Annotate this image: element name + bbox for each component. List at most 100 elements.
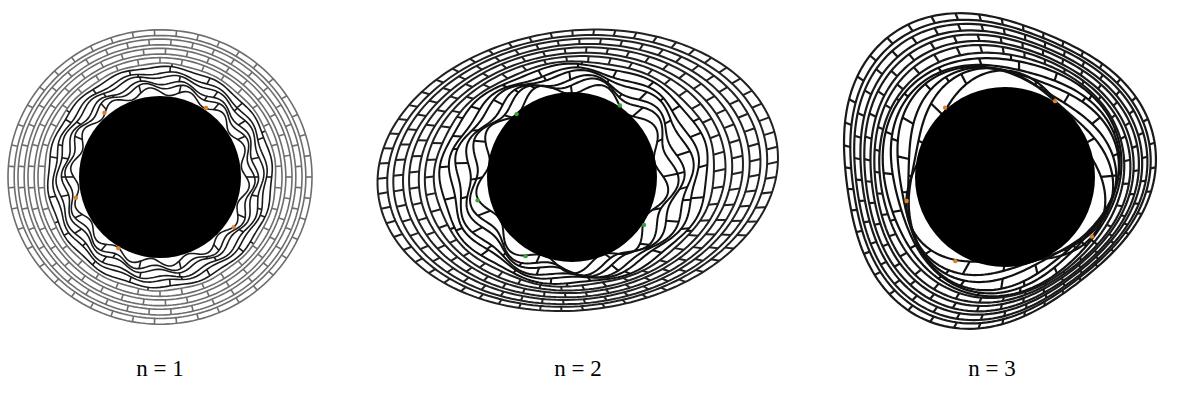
brick-joint [246, 176, 254, 178]
brick-joint [729, 140, 739, 143]
brick-joint [1124, 160, 1130, 162]
brick-joint [214, 244, 219, 250]
brick-joint [101, 287, 104, 292]
brick-joint [677, 151, 690, 155]
brick-joint [1019, 288, 1022, 293]
brick-joint [418, 218, 427, 221]
brick-joint [979, 298, 981, 303]
brick-joint [845, 166, 851, 169]
brick-joint [398, 119, 407, 120]
brick-joint [452, 111, 460, 113]
brick-joint [691, 196, 704, 199]
ring-wall [48, 66, 273, 287]
brick-joint [748, 143, 759, 146]
brick-joint [202, 66, 204, 71]
brick-joint [1003, 297, 1004, 301]
ring-wall [439, 64, 707, 284]
brick-joint [925, 84, 930, 90]
brick-joint [175, 318, 177, 324]
black-disk [915, 87, 1095, 267]
brick-joint [68, 278, 72, 282]
brick-joint [1111, 241, 1114, 243]
brick-joint [412, 155, 422, 157]
brick-joint [956, 293, 959, 299]
brick-joint [910, 281, 915, 285]
brick-joint [732, 79, 740, 84]
brick-joint [953, 303, 956, 308]
brick-joint [43, 144, 48, 145]
brick-joint [875, 150, 880, 151]
brick-joint [1116, 91, 1120, 95]
brick-joint [602, 304, 605, 308]
brick-joint [489, 50, 494, 54]
brick-joint [600, 39, 601, 45]
brick-joint [285, 228, 291, 230]
brick-joint [1024, 292, 1027, 295]
brick-joint [1137, 212, 1141, 215]
brick-joint [724, 203, 734, 206]
contact-dot [231, 225, 235, 229]
brick-joint [286, 176, 292, 178]
brick-joint [181, 60, 182, 66]
brick-joint [1001, 279, 1002, 289]
brick-joint [78, 89, 82, 93]
brick-joint [63, 105, 68, 108]
brick-joint [412, 203, 421, 205]
brick-joint [253, 286, 257, 290]
brick-joint [304, 155, 310, 157]
brick-joint [576, 274, 578, 275]
brick-joint [1107, 225, 1112, 227]
brick-joint [875, 171, 880, 174]
brick-joint [624, 292, 628, 295]
brick-joint [543, 292, 546, 296]
brick-joint [1001, 304, 1002, 309]
brick-joint [1001, 319, 1004, 324]
ring-wall [53, 72, 267, 282]
brick-joint [934, 28, 938, 35]
brick-joint [466, 84, 473, 87]
brick-joint [450, 96, 458, 98]
brick-joint [426, 193, 435, 195]
brick-joint [1092, 117, 1100, 124]
brick-joint [1134, 202, 1139, 205]
brick-joint [698, 165, 707, 168]
brick-joint [217, 307, 219, 312]
brick-joint [530, 84, 533, 85]
ring-wall [425, 56, 726, 290]
brick-joint [1025, 304, 1027, 308]
brick-joint [620, 40, 622, 46]
brick-joint [502, 64, 507, 68]
brick-joint [1018, 61, 1020, 70]
brick-joint [587, 56, 590, 62]
brick-joint [518, 279, 521, 284]
brick-joint [903, 117, 914, 123]
ring-wall [909, 68, 1114, 275]
brick-joint [93, 90, 96, 94]
brick-joint [106, 50, 108, 55]
brick-joint [432, 142, 442, 144]
panel-label: n = 1 [136, 356, 183, 382]
brick-joint [450, 240, 457, 243]
brick-joint [653, 37, 657, 43]
brick-joint [695, 259, 703, 261]
brick-joint [272, 208, 277, 209]
brick-joint [1130, 193, 1135, 195]
brick-joint [502, 74, 508, 78]
brick-joint [429, 101, 437, 103]
brick-joint [1138, 133, 1143, 135]
brick-joint [912, 37, 917, 43]
brick-joint [912, 296, 917, 301]
brick-joint [1096, 257, 1098, 259]
brick-joint [519, 303, 521, 307]
brick-joint [1095, 251, 1097, 253]
contact-dot [514, 112, 518, 116]
brick-joint [409, 187, 419, 189]
brick-joint [148, 39, 150, 45]
brick-joint [402, 219, 411, 222]
brick-joint [111, 311, 113, 316]
ring-wall [71, 88, 250, 266]
brick-joint [474, 140, 485, 143]
brick-joint [1120, 136, 1125, 139]
brick-joint [1079, 278, 1081, 281]
brick-joint [236, 51, 239, 56]
